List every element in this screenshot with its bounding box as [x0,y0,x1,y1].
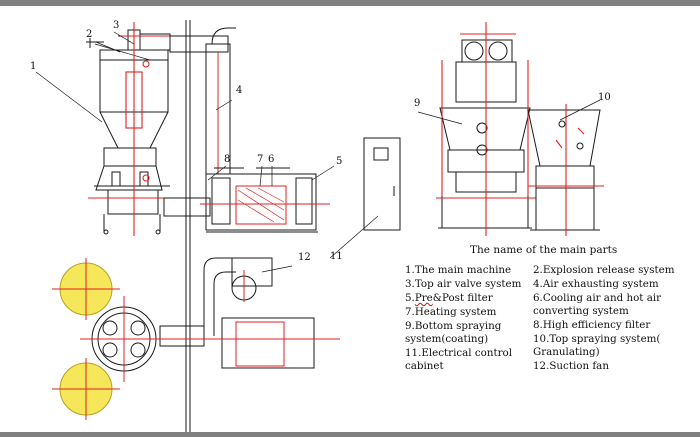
callout-9: 9 [414,98,420,109]
legend-item-8: 8.High efficiency filter [533,319,651,331]
legend-item-5-prefix: 5. [405,292,415,304]
legend-item-11: 11.Electrical control cabinet [405,347,513,372]
callout-6: 6 [268,154,274,165]
legend-right-column: 2.Explosion release system 4.Air exhaust… [533,264,683,374]
leader-lines [35,31,601,273]
legend-item-1: 1.The main machine [405,264,512,276]
callout-labels: 1 2 3 4 5 6 7 8 9 10 11 12 [30,20,611,263]
callout-12: 12 [298,252,311,263]
legend-item-3: 3.Top air valve system [405,278,522,290]
callout-2: 2 [86,29,92,40]
top-spray-accents [528,104,604,236]
callout-7: 7 [257,154,263,165]
bottom-spray-accents [436,22,536,236]
bottom-spray-machine [438,39,532,229]
legend-item-12: 12.Suction fan [533,360,609,372]
legend-left-column: 1.The main machine 3.Top air valve syste… [405,264,533,374]
callout-8: 8 [224,154,230,165]
control-cabinet [363,137,401,231]
callout-3: 3 [113,20,119,31]
callout-5: 5 [336,156,342,167]
callout-4: 4 [236,85,242,96]
callout-1: 1 [30,61,36,72]
main-machine-elevation [86,29,180,235]
air-exhaust-duct [163,20,236,437]
legend-item-7: 7.Heating system [405,306,497,318]
legend-item-10: 10.Top spraying system( Granulating) [533,333,661,358]
legend-item-9: 9.Bottom spraying system(coating) [405,320,502,345]
top-spray-machine [527,109,601,231]
heating-unit [200,167,330,233]
legend-item-5: 5.Pre&Post filter [405,292,533,305]
plan-view-accents [52,258,340,420]
bottom-border [0,432,700,437]
callout-11: 11 [330,251,343,262]
legend-title: The name of the main parts [470,244,618,256]
callout-10: 10 [598,92,611,103]
legend-item-2: 2.Explosion release system [533,264,675,276]
legend-item-5-suffix: &Post filter [432,292,493,304]
top-border [0,0,700,6]
legend-item-4: 4.Air exhausting system [533,278,659,290]
legend-item-5-mark: Pre [414,292,433,304]
main-machine-accents [88,22,180,236]
legend-item-6: 6.Cooling air and hot air converting sys… [533,292,662,317]
plan-view [59,257,315,416]
